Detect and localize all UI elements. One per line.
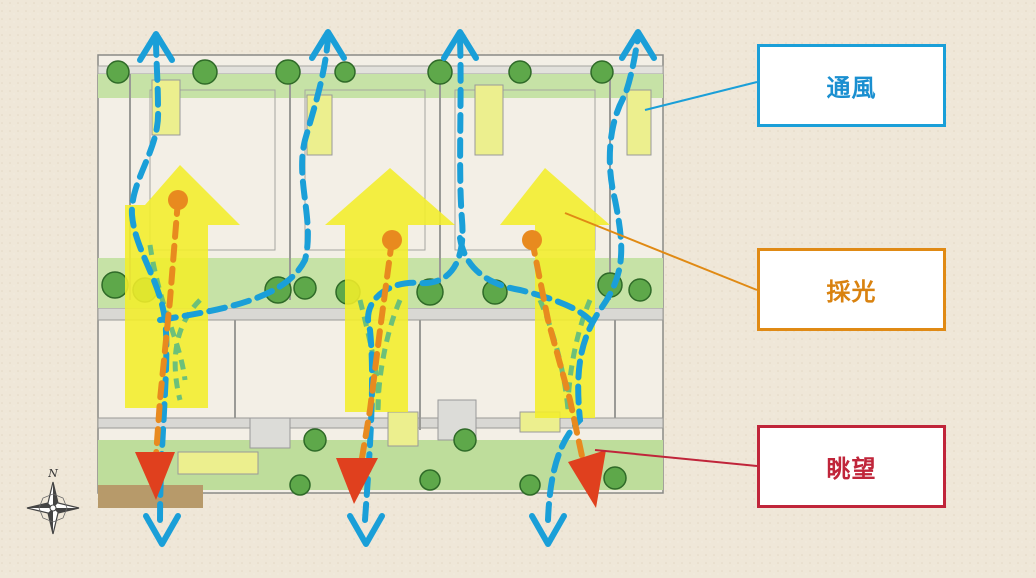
daylight-arrows [125,165,610,418]
arrowhead-down-3 [529,513,567,547]
leader-view [594,449,758,467]
arrowhead-up-1 [137,31,175,63]
view-points [168,190,542,250]
view-point-3 [522,230,542,250]
view-arrowheads [135,450,606,508]
ventilation-path-4 [545,35,641,523]
compass-rose: N [26,467,80,535]
ventilation-path-1 [128,35,170,523]
trees [101,59,652,496]
label-view: 眺望 [757,425,946,508]
arrowhead-down-1 [143,513,181,547]
ventilation-arrowheads [137,29,657,547]
view-lines [152,197,588,473]
compass-north-letter: N [47,467,58,480]
label-ventilation: 通風 [757,44,946,127]
leader-ventilation [644,81,758,111]
label-daylight: 採光 [757,248,946,331]
ventilation-path-2 [157,35,331,323]
arrowhead-up-4 [619,29,657,61]
view-line-2 [357,237,395,473]
view-line-1 [152,197,181,473]
view-point-1 [168,190,188,210]
compass-icon [26,481,80,535]
leader-daylight [564,212,758,291]
arrowhead-up-3 [441,29,479,61]
leader-lines [564,81,758,467]
view-point-2 [382,230,402,250]
view-arrowhead-3 [568,450,606,508]
view-arrowhead-2 [336,458,378,504]
arrowhead-down-2 [347,513,385,547]
view-arrowhead-1 [135,452,175,500]
arrowhead-up-2 [309,29,347,61]
daylight-arrow-1 [125,165,240,408]
view-line-3 [529,237,588,473]
ventilation-path-5 [457,235,593,323]
